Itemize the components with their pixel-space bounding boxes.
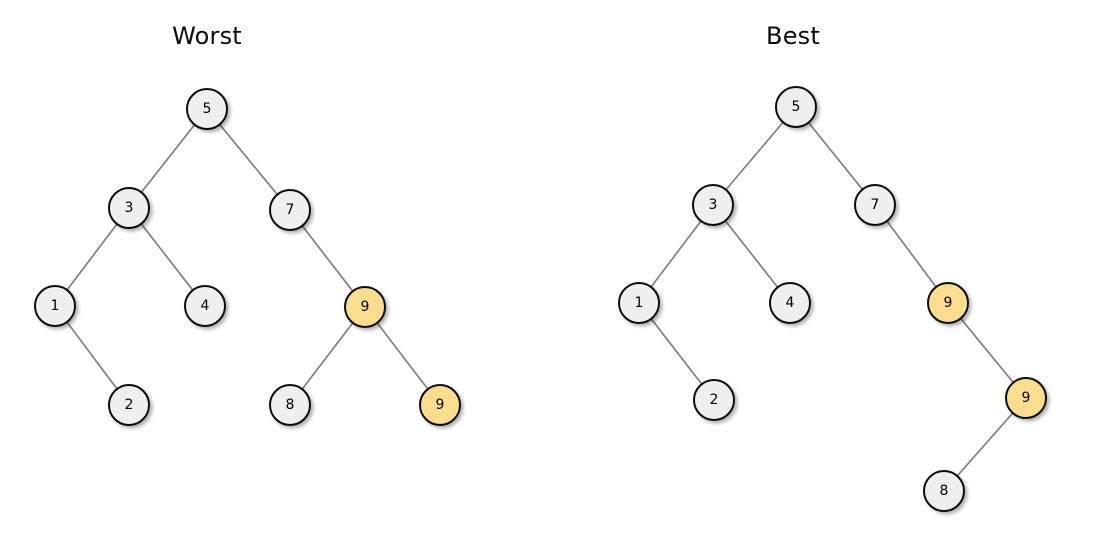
- tree-edge: [301, 224, 354, 293]
- tree-node-label: 5: [202, 101, 212, 117]
- tree-node[interactable]: 7: [854, 184, 896, 226]
- tree-node-label: 2: [709, 392, 719, 408]
- tree-node[interactable]: 5: [186, 88, 228, 130]
- tree-edge: [650, 220, 702, 288]
- tree-node[interactable]: 9: [1005, 377, 1047, 419]
- tree-edge: [650, 317, 703, 386]
- tree-node[interactable]: 7: [269, 189, 311, 231]
- tree-node[interactable]: 2: [693, 379, 735, 421]
- tree-node[interactable]: 9: [419, 384, 461, 426]
- tree-node[interactable]: 3: [108, 187, 150, 229]
- tree-edge: [724, 219, 779, 289]
- tree-node-label: 4: [200, 298, 210, 314]
- tree-node-label: 9: [435, 397, 445, 413]
- tree-node-label: 8: [939, 483, 949, 499]
- tree-edge: [807, 121, 864, 191]
- tree-node-label: 2: [124, 397, 134, 413]
- tree-edge: [140, 222, 194, 292]
- tree-edge: [218, 123, 279, 196]
- tree-node-label: 3: [708, 197, 718, 213]
- panel-title-worst: Worst: [172, 22, 242, 50]
- tree-node-label: 4: [785, 295, 795, 311]
- tree-node-label: 1: [634, 295, 644, 311]
- tree-node-label: 5: [791, 99, 801, 115]
- tree-node[interactable]: 9: [927, 282, 969, 324]
- tree-node-label: 7: [285, 202, 295, 218]
- tree-node[interactable]: 4: [184, 285, 226, 327]
- tree-edge: [140, 123, 196, 194]
- tree-node-label: 1: [50, 298, 60, 314]
- tree-edge: [959, 317, 1015, 384]
- tree-node-label: 9: [943, 295, 953, 311]
- tree-node[interactable]: 9: [344, 286, 386, 328]
- tree-node[interactable]: 1: [618, 282, 660, 324]
- tree-node-label: 7: [870, 197, 880, 213]
- tree-node-label: 3: [124, 200, 134, 216]
- tree-edge: [956, 412, 1014, 477]
- tree-edge: [66, 223, 118, 291]
- tree-node[interactable]: 4: [769, 282, 811, 324]
- tree-edge: [376, 322, 429, 390]
- tree-node[interactable]: 3: [692, 184, 734, 226]
- tree-edge: [301, 322, 354, 390]
- tree-node[interactable]: 5: [775, 86, 817, 128]
- tree-edge: [725, 121, 784, 191]
- tree-node-label: 8: [285, 397, 295, 413]
- tree-node[interactable]: 2: [108, 384, 150, 426]
- tree-node[interactable]: 1: [34, 285, 76, 327]
- tree-node-label: 9: [360, 299, 370, 315]
- tree-node-label: 9: [1021, 390, 1031, 406]
- tree-node[interactable]: 8: [269, 384, 311, 426]
- panel-title-best: Best: [766, 22, 820, 50]
- tree-node[interactable]: 8: [923, 470, 965, 512]
- tree-edge: [66, 321, 118, 390]
- tree-edge: [886, 220, 937, 288]
